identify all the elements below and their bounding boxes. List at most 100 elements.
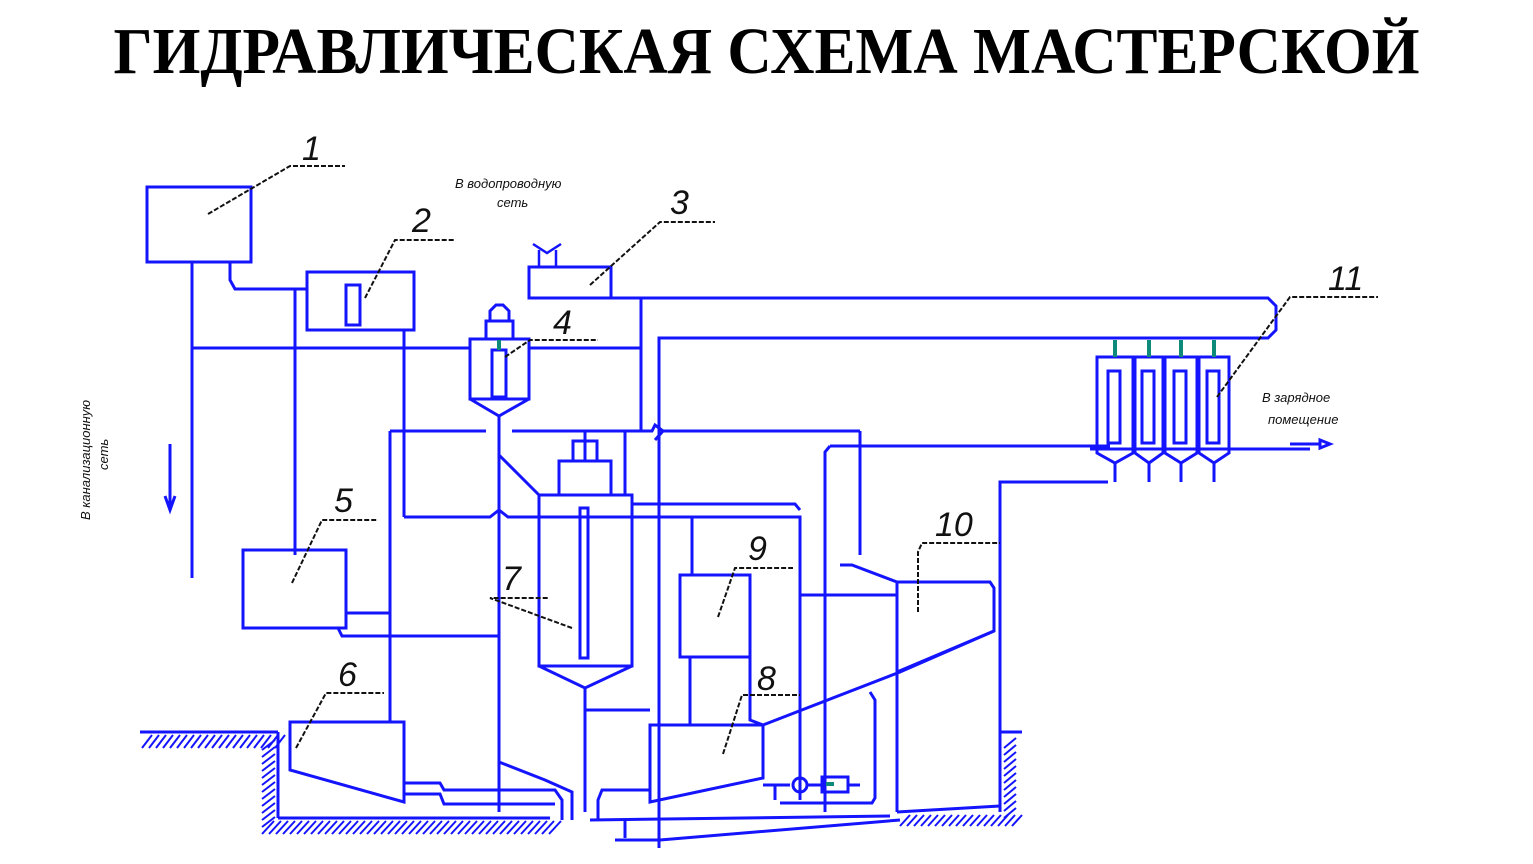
callout-11: 11	[1328, 260, 1363, 298]
hatch-mark	[260, 734, 272, 749]
hatch-mark	[962, 814, 974, 827]
hatch-mark	[1003, 737, 1017, 749]
hatch-mark	[969, 814, 981, 827]
battery-cell	[1163, 340, 1199, 482]
hatch-mark	[275, 820, 289, 835]
hatch-mark	[261, 781, 276, 793]
callout-3: 3	[670, 184, 689, 222]
hatch-mark	[927, 814, 939, 827]
hatch-mark	[1011, 814, 1023, 827]
hatch-mark	[941, 814, 953, 827]
hatch-mark	[443, 820, 457, 835]
hatch-mark	[478, 820, 492, 835]
hatch-mark	[253, 734, 265, 749]
hatch-mark	[920, 814, 932, 827]
hatch-mark	[373, 820, 387, 835]
hatch-mark	[485, 820, 499, 835]
note-charging-room: В зарядное помещение	[1262, 390, 1338, 427]
hatch-mark	[141, 734, 153, 749]
hatch-mark	[197, 734, 209, 749]
hatch-mark	[148, 734, 160, 749]
hatch-mark	[261, 774, 276, 786]
note-sewer: В канализационную сеть	[78, 400, 111, 520]
callout-9: 9	[748, 530, 767, 568]
hatch-mark	[948, 814, 960, 827]
svg-text:сеть: сеть	[497, 195, 528, 210]
hatch-mark	[246, 734, 258, 749]
hatch-mark	[415, 820, 429, 835]
battery-cell	[1197, 340, 1231, 482]
hatch-mark	[303, 820, 317, 835]
vessel-7	[537, 439, 634, 690]
hatch-mark	[899, 814, 911, 827]
hatch-mark	[261, 760, 276, 772]
hatch-mark	[429, 820, 443, 835]
hatch-mark	[401, 820, 415, 835]
hatch-mark	[997, 814, 1009, 827]
ground-hatching	[140, 730, 1023, 835]
hatch-mark	[506, 820, 520, 835]
hatch-mark	[1003, 772, 1017, 784]
note-water-supply: В водопроводную сеть	[455, 176, 562, 210]
hatch-mark	[541, 820, 555, 835]
hatch-mark	[906, 814, 918, 827]
hatch-mark	[190, 734, 202, 749]
hatch-mark	[499, 820, 513, 835]
hatch-mark	[422, 820, 436, 835]
hatch-mark	[1003, 751, 1017, 763]
battery-bank-11	[1090, 340, 1231, 482]
pipe-network	[190, 262, 1335, 848]
hatch-mark	[955, 814, 967, 827]
hatch-mark	[261, 739, 276, 751]
hatch-mark	[261, 767, 276, 779]
hatch-mark	[387, 820, 401, 835]
hatch-mark	[983, 814, 995, 827]
hatch-mark	[913, 814, 925, 827]
sump-6	[288, 720, 406, 804]
hatch-mark	[274, 734, 286, 749]
hatch-mark	[436, 820, 450, 835]
hatch-mark	[520, 820, 534, 835]
hatch-mark	[261, 788, 276, 800]
hatch-mark	[345, 820, 359, 835]
hatch-mark	[450, 820, 464, 835]
svg-text:В зарядное: В зарядное	[1262, 390, 1330, 405]
tank-1	[145, 185, 253, 264]
svg-text:В канализационную: В канализационную	[78, 400, 93, 520]
hatch-mark	[464, 820, 478, 835]
unit-3	[527, 242, 613, 300]
hatch-mark	[471, 820, 485, 835]
hatch-mark	[176, 734, 188, 749]
hatch-mark	[934, 814, 946, 827]
hatch-mark	[352, 820, 366, 835]
hatch-mark	[268, 820, 282, 835]
sewer-arrow	[163, 444, 177, 515]
hatch-mark	[261, 816, 276, 828]
hatch-mark	[162, 734, 174, 749]
unit-9	[678, 573, 752, 659]
hatch-mark	[169, 734, 181, 749]
callout-4: 4	[553, 304, 572, 342]
hatch-mark	[296, 820, 310, 835]
hatch-mark	[548, 820, 562, 835]
tank-8	[648, 723, 765, 804]
hatch-mark	[331, 820, 345, 835]
battery-cell	[1133, 340, 1165, 482]
callout-8: 8	[757, 660, 776, 698]
hatch-mark	[990, 814, 1002, 827]
hatch-mark	[534, 820, 548, 835]
hatch-mark	[408, 820, 422, 835]
hatch-mark	[155, 734, 167, 749]
diagram-title: ГИДРАВЛИЧЕСКАЯ СХЕМА МАСТЕРСКОЙ	[113, 15, 1420, 88]
hatch-mark	[513, 820, 527, 835]
hatch-mark	[261, 746, 276, 758]
hatch-mark	[1004, 814, 1016, 827]
hatch-mark	[457, 820, 471, 835]
filter-4	[468, 303, 531, 418]
callout-10: 10	[935, 506, 973, 544]
tank-5	[241, 548, 348, 630]
hatch-mark	[232, 734, 244, 749]
hatch-mark	[282, 820, 296, 835]
hatch-mark	[310, 820, 324, 835]
callout-2: 2	[411, 202, 431, 240]
